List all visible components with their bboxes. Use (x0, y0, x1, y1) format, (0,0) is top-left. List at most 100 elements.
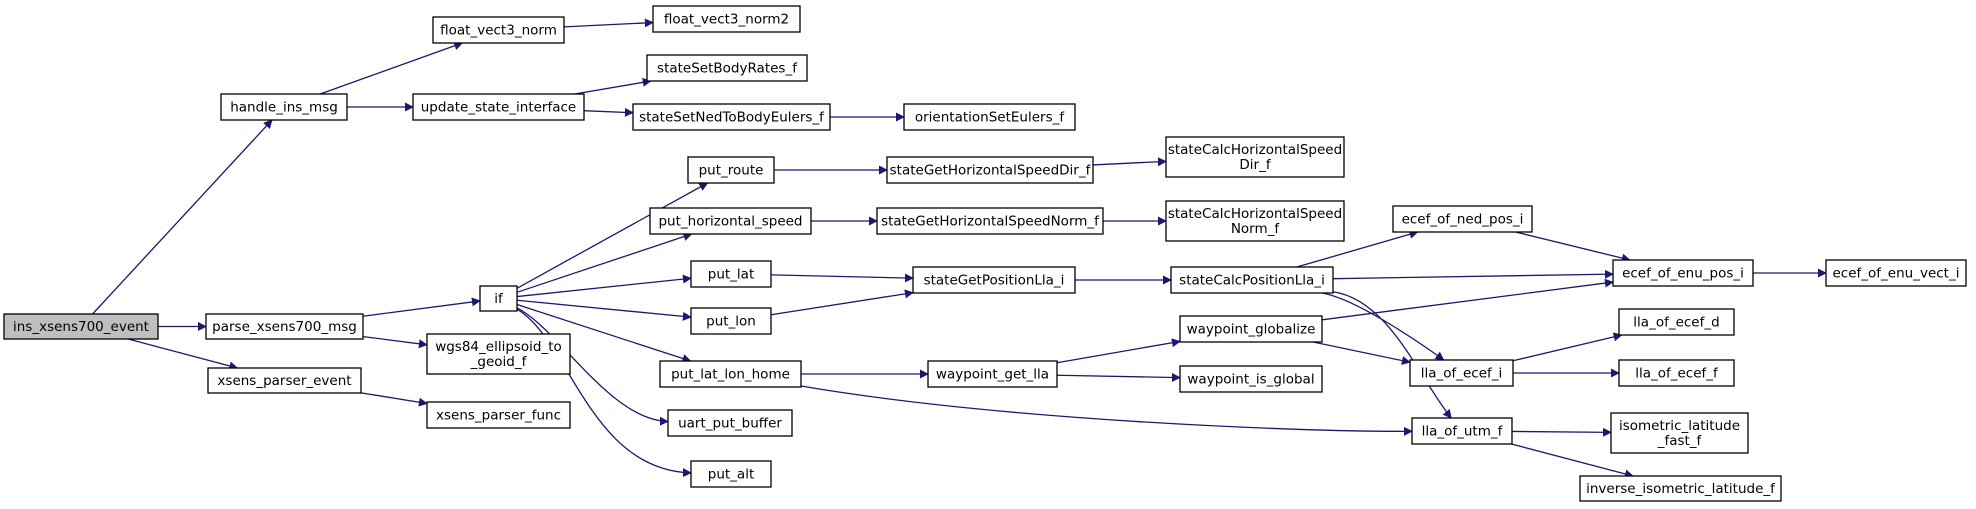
edge-if-to-uart_put_buffer (516, 307, 669, 426)
node-xsens-parser-event[interactable]: xsens_parser_event (207, 367, 362, 394)
node-ecef-of-enu-pos-i[interactable]: ecef_of_enu_pos_i (1612, 259, 1754, 287)
node-lla-of-utm-f[interactable]: lla_of_utm_f (1411, 417, 1513, 445)
node-lla-of-ecef-d[interactable]: lla_of_ecef_d (1618, 308, 1735, 336)
node-label: Dir_f (1239, 157, 1271, 173)
node-box[interactable] (1392, 205, 1533, 233)
node-ins-xsens700-event[interactable]: ins_xsens700_event (3, 313, 159, 340)
node-box[interactable] (876, 207, 1104, 235)
node-box[interactable] (1618, 308, 1735, 336)
node-wgs84-ellipsoid-to-geoid-f[interactable]: wgs84_ellipsoid_to_geoid_f (426, 333, 571, 375)
node-waypoint-is-global[interactable]: waypoint_is_global (1179, 365, 1323, 393)
node-label: stateCalcHorizontalSpeed (1168, 142, 1342, 158)
node-box[interactable] (632, 103, 831, 131)
nodes: ins_xsens700_event handle_ins_msg parse_xs… (3, 5, 1967, 502)
node-box[interactable] (1179, 365, 1323, 393)
node-stateGetHorizontalSpeedNorm-f[interactable]: stateGetHorizontalSpeedNorm_f (876, 207, 1104, 235)
node-box[interactable] (912, 266, 1076, 294)
node-inverse-isometric-latitude-f[interactable]: inverse_isometric_latitude_f (1579, 475, 1782, 502)
node-box[interactable] (1610, 412, 1749, 454)
node-ecef-of-ned-pos-i[interactable]: ecef_of_ned_pos_i (1392, 205, 1533, 233)
node-box[interactable] (220, 93, 348, 121)
edge-parse_xsens700_msg-to-wgs84_ellipsoid_to_geoid_f (362, 335, 428, 349)
node-box[interactable] (426, 333, 571, 375)
node-box[interactable] (646, 54, 808, 82)
node-label: waypoint_globalize (1187, 322, 1316, 338)
node-label: waypoint_is_global (1187, 372, 1314, 388)
node-xsens-parser-func[interactable]: xsens_parser_func (426, 401, 571, 429)
node-isometric-latitude-fast-f[interactable]: isometric_latitude_fast_f (1610, 412, 1749, 454)
node-label: if (494, 291, 504, 307)
node-box[interactable] (207, 367, 362, 394)
node-float-vect3-norm2[interactable]: float_vect3_norm2 (652, 5, 801, 33)
node-box[interactable] (1612, 259, 1754, 287)
node-stateCalcPositionLla-i[interactable]: stateCalcPositionLla_i (1170, 266, 1334, 294)
node-box[interactable] (649, 207, 812, 235)
node-float-vect3-norm[interactable]: float_vect3_norm (432, 16, 565, 44)
edge-stateCalcPositionLla_i-to-lla_of_utm_f (1332, 291, 1452, 419)
node-lla-of-ecef-i[interactable]: lla_of_ecef_i (1409, 359, 1514, 387)
edge-stateCalcPositionLla_i-to-ecef_of_enu_pos_i (1332, 269, 1614, 280)
node-label: lla_of_ecef_i (1421, 366, 1503, 382)
node-box[interactable] (1179, 315, 1323, 343)
node-waypoint-get-lla[interactable]: waypoint_get_lla (927, 360, 1058, 388)
node-box[interactable] (1618, 359, 1735, 387)
node-box[interactable] (690, 460, 772, 488)
node-handle-ins-msg[interactable]: handle_ins_msg (220, 93, 348, 121)
node-label: wgs84_ellipsoid_to (435, 339, 562, 355)
node-box[interactable] (652, 5, 801, 33)
node-ecef-of-enu-vect-i[interactable]: ecef_of_enu_vect_i (1825, 259, 1967, 287)
node-stateSetBodyRates-f[interactable]: stateSetBodyRates_f (646, 54, 808, 82)
edge-stateCalcPositionLla_i-to-lla_of_ecef_i (1322, 292, 1445, 361)
node-box[interactable] (1409, 359, 1514, 387)
node-box[interactable] (886, 156, 1094, 184)
node-box[interactable] (479, 285, 518, 312)
node-put-lat-lon-home[interactable]: put_lat_lon_home (659, 360, 802, 388)
node-box[interactable] (667, 409, 793, 437)
node-box[interactable] (205, 313, 364, 340)
node-box[interactable] (903, 103, 1076, 131)
node-stateGetPositionLla-i[interactable]: stateGetPositionLla_i (912, 266, 1076, 294)
node-box[interactable] (1579, 475, 1782, 502)
node-put-horizontal-speed[interactable]: put_horizontal_speed (649, 207, 812, 235)
node-lla-of-ecef-f[interactable]: lla_of_ecef_f (1618, 359, 1735, 387)
node-box[interactable] (1170, 266, 1334, 294)
node-stateGetHorizontalSpeedDir-f[interactable]: stateGetHorizontalSpeedDir_f (886, 156, 1094, 184)
edge-lla_of_utm_f-to-inverse_isometric_latitude_f (1511, 443, 1634, 479)
node-box[interactable] (1411, 417, 1513, 445)
node-box[interactable] (426, 401, 571, 429)
node-if[interactable]: if (479, 285, 518, 312)
node-box[interactable] (412, 93, 585, 121)
node-box[interactable] (1825, 259, 1967, 287)
node-update-state-interface[interactable]: update_state_interface (412, 93, 585, 121)
node-uart-put-buffer[interactable]: uart_put_buffer (667, 409, 793, 437)
node-box[interactable] (690, 307, 772, 335)
node-label: Norm_f (1231, 221, 1281, 237)
node-box[interactable] (687, 156, 775, 184)
node-waypoint-globalize[interactable]: waypoint_globalize (1179, 315, 1323, 343)
node-stateSetNedToBodyEulers-f[interactable]: stateSetNedToBodyEulers_f (632, 103, 831, 131)
edges (92, 18, 1827, 479)
node-label: ecef_of_enu_pos_i (1622, 266, 1744, 282)
node-box[interactable] (690, 260, 772, 288)
node-put-lat[interactable]: put_lat (690, 260, 772, 288)
node-box[interactable] (927, 360, 1058, 388)
node-put-alt[interactable]: put_alt (690, 460, 772, 488)
node-parse-xsens700-msg[interactable]: parse_xsens700_msg (205, 313, 364, 340)
node-label: stateGetHorizontalSpeedDir_f (890, 163, 1092, 179)
node-label: uart_put_buffer (678, 416, 782, 432)
node-label: put_horizontal_speed (658, 214, 802, 230)
edge-update_state_interface-to-stateSetBodyRates_f (574, 77, 652, 95)
node-box[interactable] (1165, 200, 1345, 242)
node-label: lla_of_ecef_d (1633, 315, 1719, 331)
node-box[interactable] (432, 16, 565, 44)
node-box[interactable] (3, 313, 159, 340)
node-box[interactable] (659, 360, 802, 388)
node-box[interactable] (1165, 136, 1345, 178)
edge-waypoint_globalize-to-lla_of_ecef_i (1313, 341, 1411, 365)
node-put-route[interactable]: put_route (687, 156, 775, 184)
node-orientationSetEulers-f[interactable]: orientationSetEulers_f (903, 103, 1076, 131)
node-put-lon[interactable]: put_lon (690, 307, 772, 335)
